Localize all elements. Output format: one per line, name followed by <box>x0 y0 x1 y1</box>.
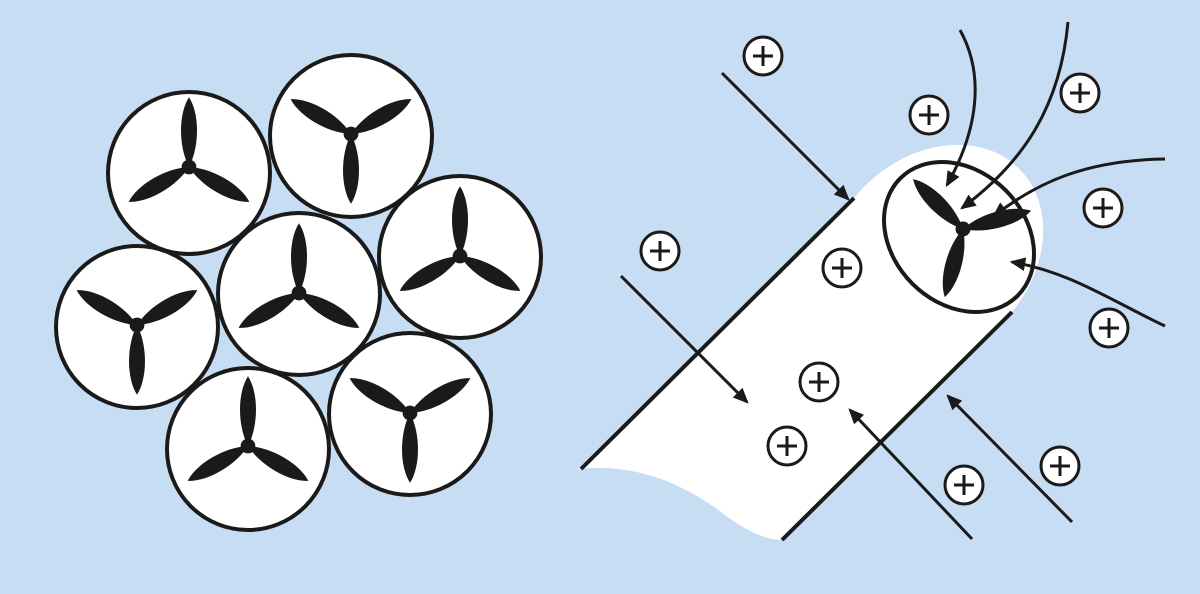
arrow <box>619 274 749 404</box>
fiber-circle <box>377 174 543 340</box>
positive-charge <box>1059 72 1101 114</box>
positive-charge <box>742 35 784 77</box>
fiber-circle <box>165 366 331 532</box>
arrow <box>720 71 850 201</box>
fiber-circle <box>268 53 434 219</box>
arrow <box>992 157 1166 218</box>
fiber-circle <box>106 90 272 256</box>
positive-charge <box>1039 445 1081 487</box>
positive-charge <box>821 247 863 289</box>
positive-charge <box>798 361 840 403</box>
fiber-circle <box>327 331 493 497</box>
arrow <box>848 408 974 541</box>
positive-charge <box>908 94 950 136</box>
fiber-cluster <box>54 53 543 532</box>
fiber-circle <box>216 211 382 377</box>
positive-charge <box>1082 187 1124 229</box>
positive-charge <box>943 464 985 506</box>
positive-charges <box>639 35 1130 506</box>
fiber-circle <box>54 244 220 410</box>
fiber-cylinder <box>578 133 1044 542</box>
fiber-edge-lower <box>780 310 1014 542</box>
positive-charge <box>766 425 808 467</box>
arrows <box>619 21 1166 541</box>
arrow <box>960 21 1070 210</box>
arrow <box>945 29 977 188</box>
arrow <box>946 394 1074 524</box>
positive-charge <box>639 230 681 272</box>
arrow <box>1009 257 1166 328</box>
fiber-edge-upper <box>579 196 856 471</box>
positive-charge <box>1088 307 1130 349</box>
